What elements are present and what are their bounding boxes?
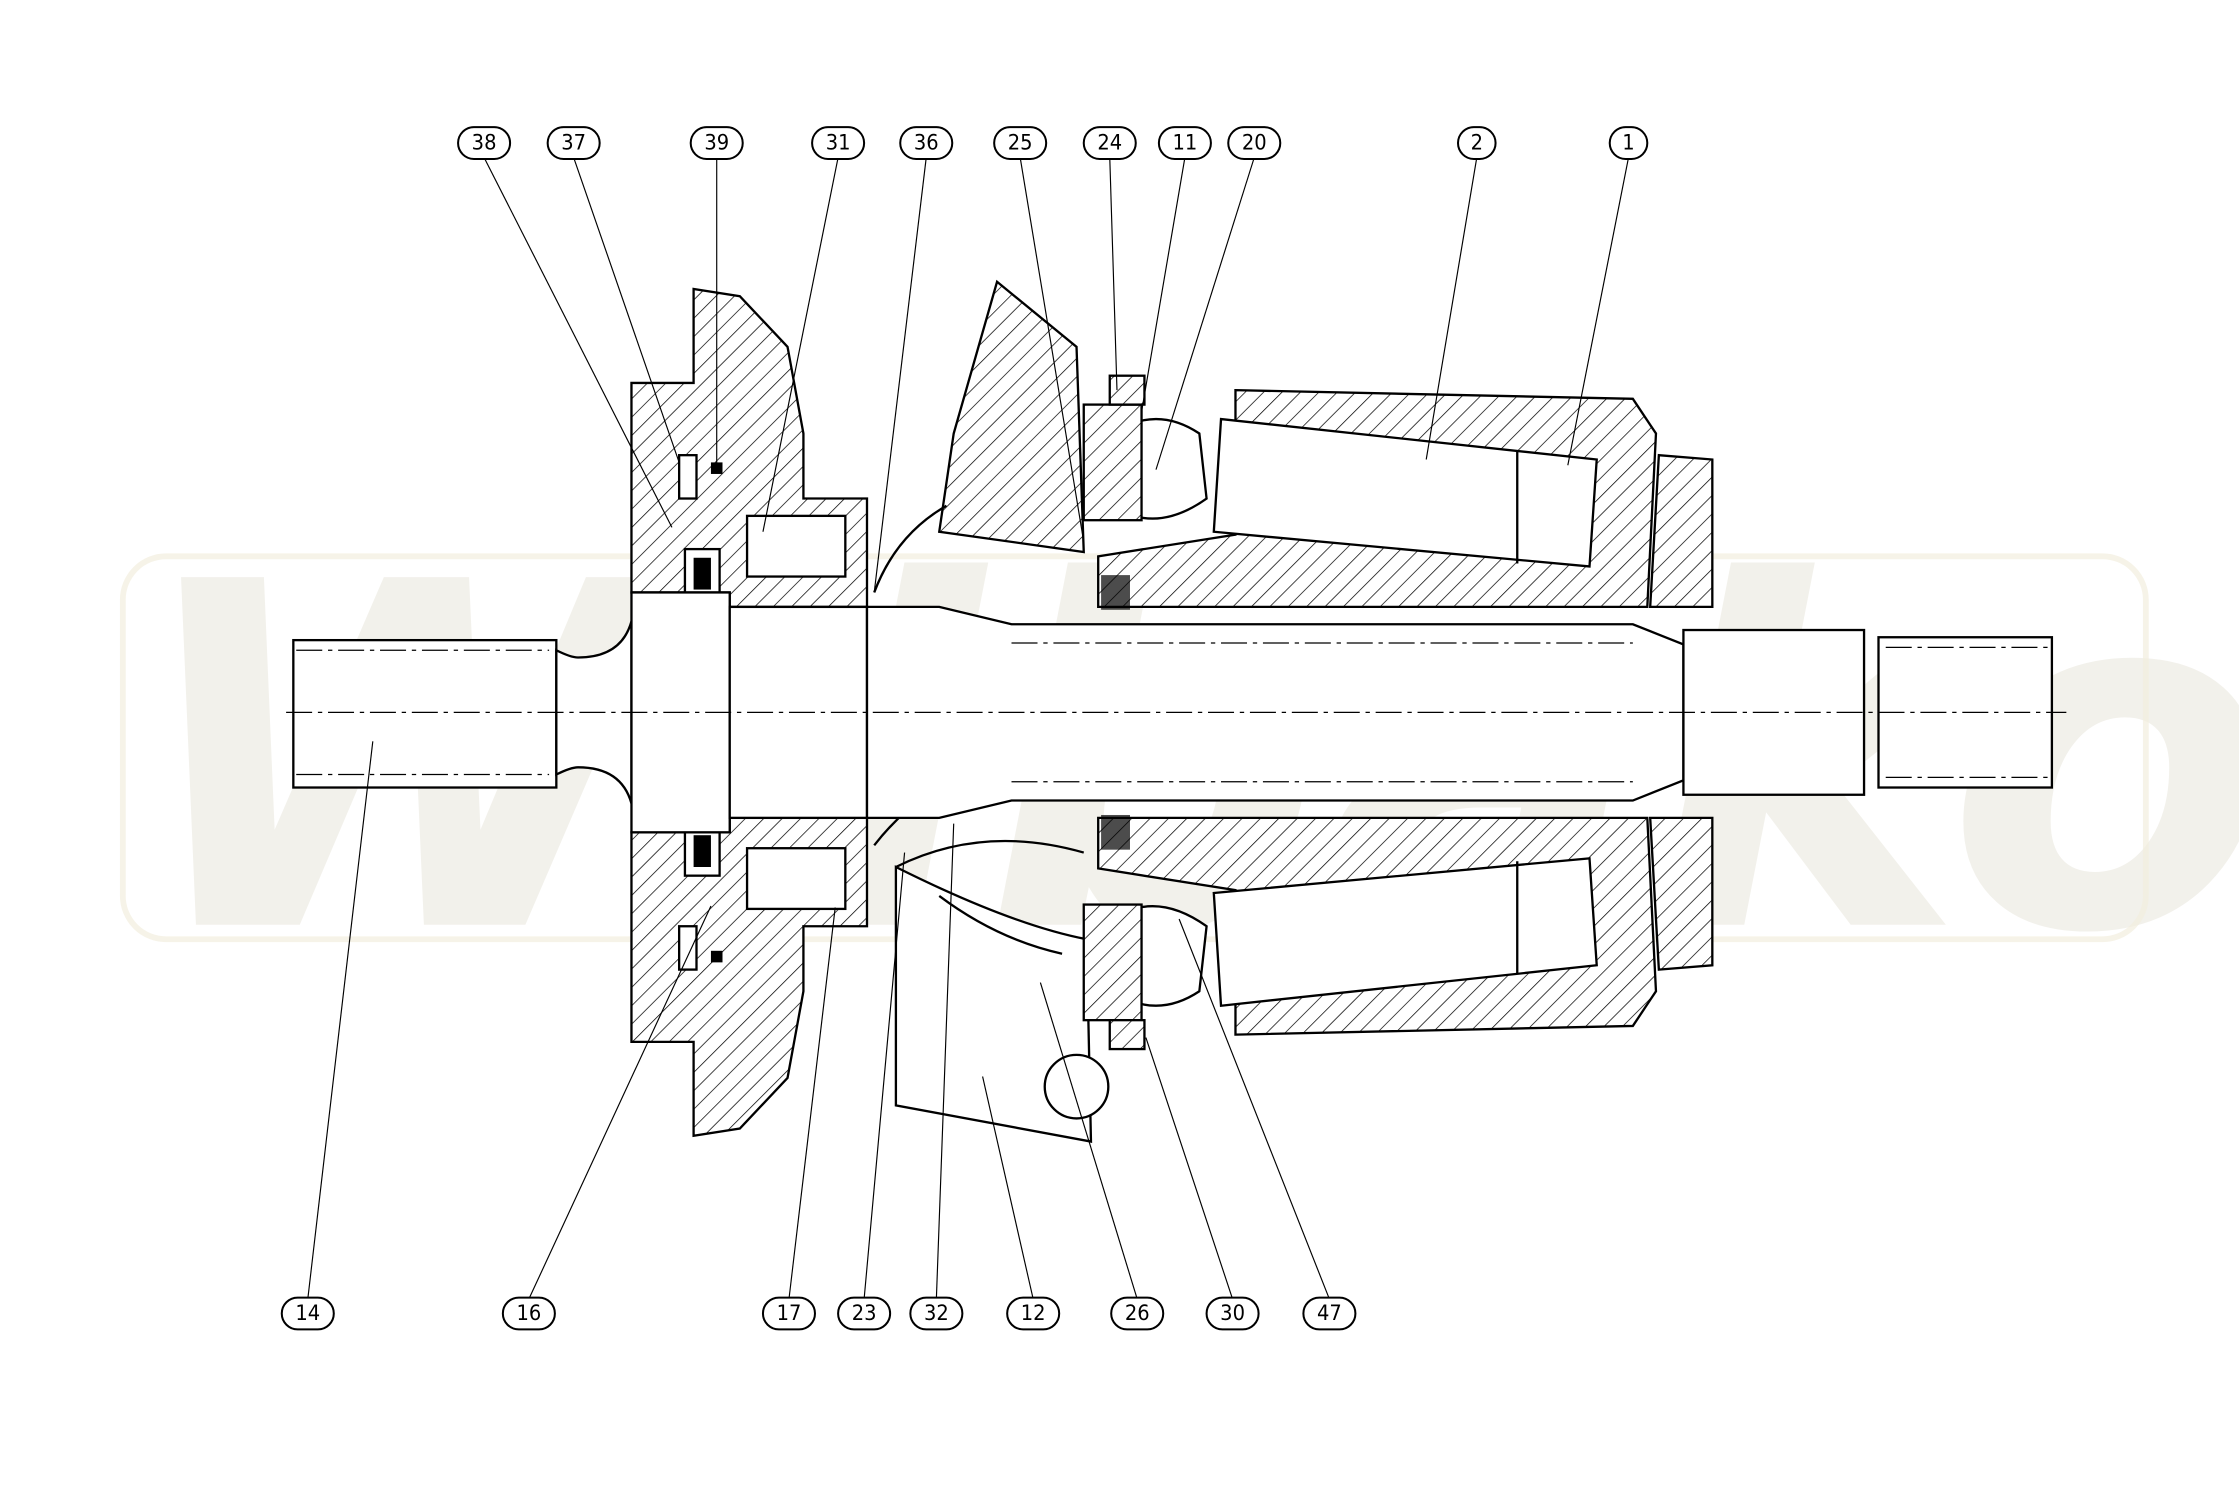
callout-36: 36: [899, 126, 954, 160]
svg-text:12: 12: [1021, 1301, 1046, 1326]
callout-24: 24: [1082, 126, 1137, 160]
svg-text:16: 16: [516, 1301, 541, 1326]
drive-shaft: [286, 591, 2067, 834]
svg-text:32: 32: [924, 1301, 949, 1326]
callout-39: 39: [689, 126, 744, 160]
svg-text:14: 14: [295, 1301, 320, 1326]
svg-text:1: 1: [1622, 131, 1634, 156]
callout-37: 37: [546, 126, 601, 160]
svg-text:31: 31: [826, 131, 851, 156]
svg-text:25: 25: [1008, 131, 1033, 156]
svg-text:11: 11: [1173, 131, 1198, 156]
svg-text:20: 20: [1242, 131, 1267, 156]
callout-47: 47: [1302, 1296, 1357, 1331]
callout-38: 38: [457, 126, 512, 160]
callout-20: 20: [1227, 126, 1282, 160]
callout-17: 17: [761, 1296, 816, 1331]
callout-2: 2: [1456, 126, 1497, 160]
callout-16: 16: [501, 1296, 556, 1331]
svg-text:36: 36: [914, 131, 939, 156]
svg-text:37: 37: [561, 131, 586, 156]
mounting-flange: [630, 287, 869, 1138]
svg-text:30: 30: [1220, 1301, 1245, 1326]
cylinder-block: [1082, 374, 1658, 1051]
callout-25: 25: [993, 126, 1048, 160]
svg-text:38: 38: [472, 131, 497, 156]
callout-14: 14: [280, 1296, 335, 1331]
svg-text:26: 26: [1125, 1301, 1150, 1326]
callout-1: 1: [1608, 126, 1649, 160]
rear-cover: [1648, 453, 1714, 971]
callout-26: 26: [1110, 1296, 1165, 1331]
callout-31: 31: [811, 126, 866, 160]
callout-23: 23: [837, 1296, 892, 1331]
svg-text:47: 47: [1317, 1301, 1342, 1326]
svg-text:17: 17: [777, 1301, 802, 1326]
callout-11: 11: [1157, 126, 1212, 160]
callout-30: 30: [1205, 1296, 1260, 1331]
svg-text:39: 39: [704, 131, 729, 156]
svg-text:24: 24: [1097, 131, 1122, 156]
svg-text:2: 2: [1471, 131, 1483, 156]
svg-text:23: 23: [852, 1301, 877, 1326]
callout-12: 12: [1006, 1296, 1061, 1331]
callout-32: 32: [909, 1296, 964, 1331]
leader-lines: [307, 157, 1630, 1300]
